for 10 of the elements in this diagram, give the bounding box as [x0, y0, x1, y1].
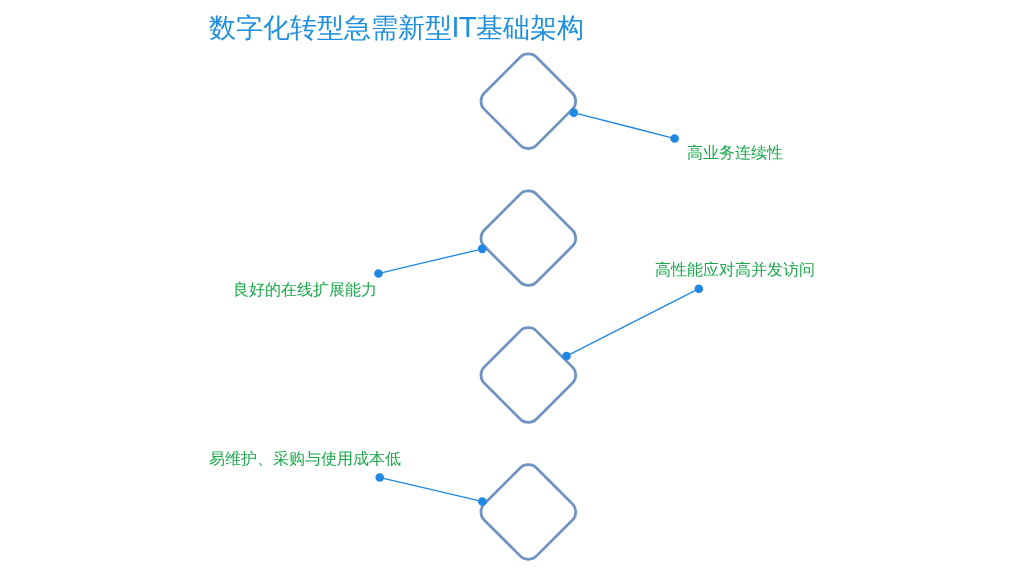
connector: [374, 244, 487, 278]
node-text: 良好的在线扩展能力: [233, 279, 378, 299]
connector: [569, 108, 679, 143]
node-text: 高性能应对高并发访问: [655, 259, 816, 279]
connector: [562, 284, 704, 361]
diagram-title: 数字化转型急需新型IT基础架构: [208, 12, 585, 44]
node-diamond: [479, 326, 577, 424]
connector: [375, 473, 487, 506]
node-text: 高业务连续性: [687, 142, 784, 162]
node-text: 易维护、采购与使用成本低: [209, 449, 402, 469]
